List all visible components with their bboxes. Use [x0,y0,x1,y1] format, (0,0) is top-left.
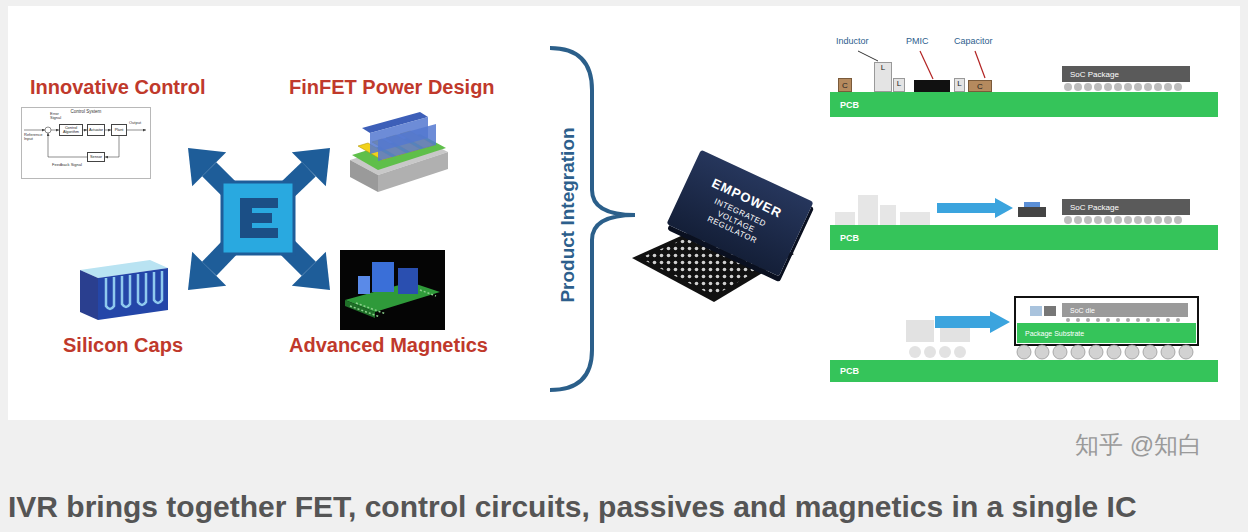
curly-bracket [550,48,635,390]
cap-side [80,270,98,320]
logo-e [240,198,278,238]
pcb-band: PCB [830,225,1218,250]
node-text: L [897,79,901,88]
ghost-parts [835,195,930,225]
node-text: L [957,79,961,88]
node-text: Control Algorithm [61,126,81,134]
empower-hub [188,148,330,290]
signal-label: Feedback Signal [52,163,82,167]
coil [372,262,394,292]
block-box: Actuator [87,124,105,136]
node-text: PCB [840,233,859,243]
white-panel [8,6,1240,420]
ivr-mini [1018,207,1046,217]
solder-balls [1064,216,1182,224]
feedback-wire [48,133,87,157]
node-text: PCB [840,100,859,110]
pads [350,290,436,317]
leader-line [975,51,985,78]
move-arrow [935,311,1010,333]
inductor-part: L [874,62,892,92]
die-bumps [1066,318,1180,322]
node-text: Control System [71,109,102,114]
trench [106,271,162,309]
package-substrate: Package Substrate [1017,323,1196,343]
pcb-band: PCB [830,360,1218,382]
reference-wire [24,130,45,131]
node-text: Actuator [89,128,103,132]
magnetics-ground [340,250,445,330]
soc-die: SoC die [1062,303,1188,317]
leader-line [920,51,933,79]
inductor-part: L [954,78,965,92]
node-text: C [977,82,983,91]
silicon-caps-illustration [80,260,168,320]
control-frame-ground [21,107,151,179]
cap-front [98,268,168,320]
coil [398,268,418,294]
summing-junction [45,127,51,133]
part-name: PMIC [906,37,929,47]
feature-heading: Advanced Magnetics [289,334,488,356]
ivr-chip: EMPOWERINTEGRATED VOLTAGE REGULATOR [666,150,813,277]
pcb-band: PCB [830,92,1218,117]
solder-balls [1064,83,1182,91]
output-wire [127,130,146,131]
feature-heading: Silicon Caps [63,334,183,356]
signal-label: Reference Input [24,133,44,142]
node-text: Package Substrate [1025,330,1084,337]
node-text: SoC Package [1070,70,1119,79]
arrow-head [292,148,330,186]
capacitor-part: C [838,78,852,92]
node-text: Sensor [90,155,102,159]
arrow-head [292,252,330,290]
ivr-mini [1024,202,1040,207]
move-arrow [937,198,1013,218]
bracket-label: Product Integration [558,127,579,302]
magnetics-illustration [340,250,445,330]
block-box: Plant [111,124,127,136]
gate [378,124,436,161]
logo-square [222,182,294,254]
inductor-part: L [893,78,905,92]
signal-connector [105,136,119,157]
soc-package: SoC Package [1062,66,1190,82]
arrow-head [188,148,226,186]
feature-heading: FinFET Power Design [289,76,495,98]
block-box: Sensor [87,152,105,162]
board-edge [345,300,375,318]
solder-balls [1017,345,1193,359]
leader-line [858,51,878,61]
node-text: SoC die [1070,307,1095,314]
row3-parts [906,297,1198,359]
mini-part [1030,306,1042,316]
watermark: 知乎 @知白 [1075,432,1202,458]
finfet-illustration [350,112,448,192]
soc-package: SoC Package [1062,199,1190,215]
arrow-head [188,252,226,290]
package-outline [1015,297,1198,345]
node-text: SoC Package [1070,203,1119,212]
signal-label: Output [129,121,141,125]
mini-part [1044,306,1056,316]
part-name: Capacitor [954,37,993,47]
caption: IVR brings together FET, control circuit… [8,490,1137,524]
signal-label: Error Signal [50,112,63,121]
capacitor-part: C [968,80,992,92]
part-name: Inductor [836,37,869,47]
node-text: C [842,81,848,90]
node-text: L [881,63,885,72]
node-text: PCB [840,366,859,376]
core [358,276,370,294]
control-system-frame: Control SystemControl Algorithm Actuator P… [21,107,151,179]
error-wire [51,130,59,131]
pmic-chip [914,80,950,92]
node-text: Plant [115,128,124,132]
control-diagram-wires [21,107,151,179]
block-box: Control Algorithm [59,124,83,136]
feature-heading: Innovative Control [30,76,206,98]
